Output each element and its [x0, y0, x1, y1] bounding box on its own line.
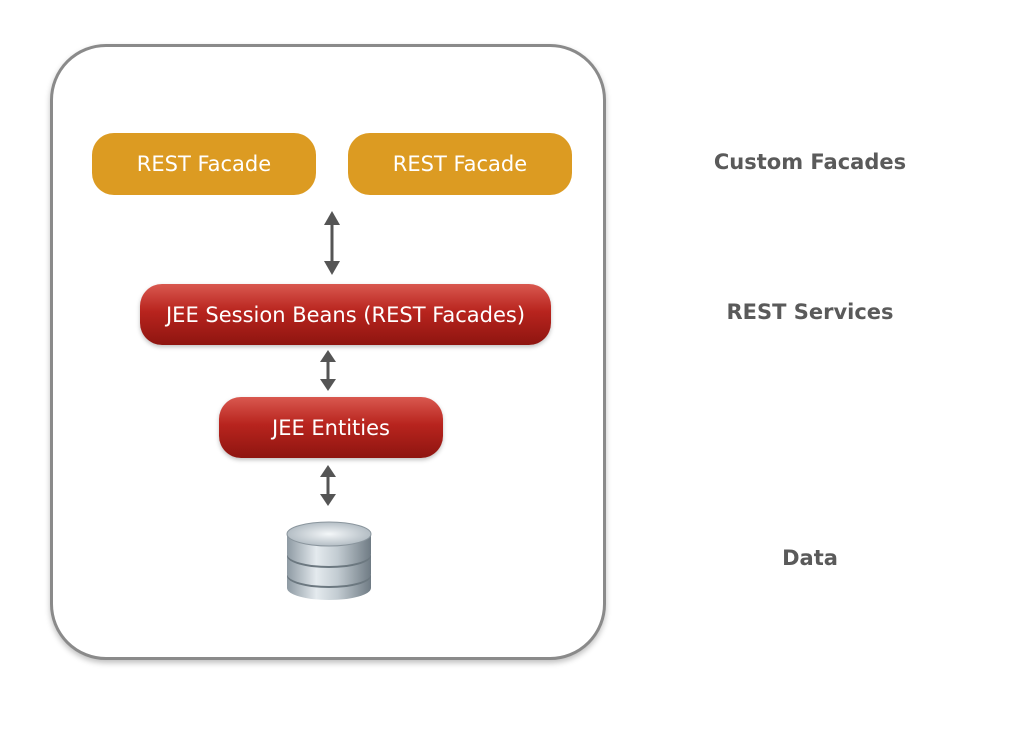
data-label: Data [782, 546, 838, 570]
rest-facade-box-right: REST Facade [348, 133, 572, 195]
double-arrow-icon [320, 350, 336, 391]
entities-label: JEE Entities [272, 415, 390, 440]
session-beans-box: JEE Session Beans (REST Facades) [140, 284, 551, 345]
rest-services-label: REST Services [726, 300, 894, 324]
database-icon [286, 521, 372, 600]
rest-facade-label-right: REST Facade [392, 152, 528, 176]
rest-facade-label-left: REST Facade [136, 152, 272, 176]
entities-box: JEE Entities [219, 397, 443, 458]
session-beans-label: JEE Session Beans (REST Facades) [165, 302, 526, 327]
double-arrow-icon [320, 465, 336, 506]
custom-facades-label: Custom Facades [713, 150, 907, 174]
double-arrow-icon [324, 211, 340, 275]
rest-facade-box-left: REST Facade [92, 133, 316, 195]
